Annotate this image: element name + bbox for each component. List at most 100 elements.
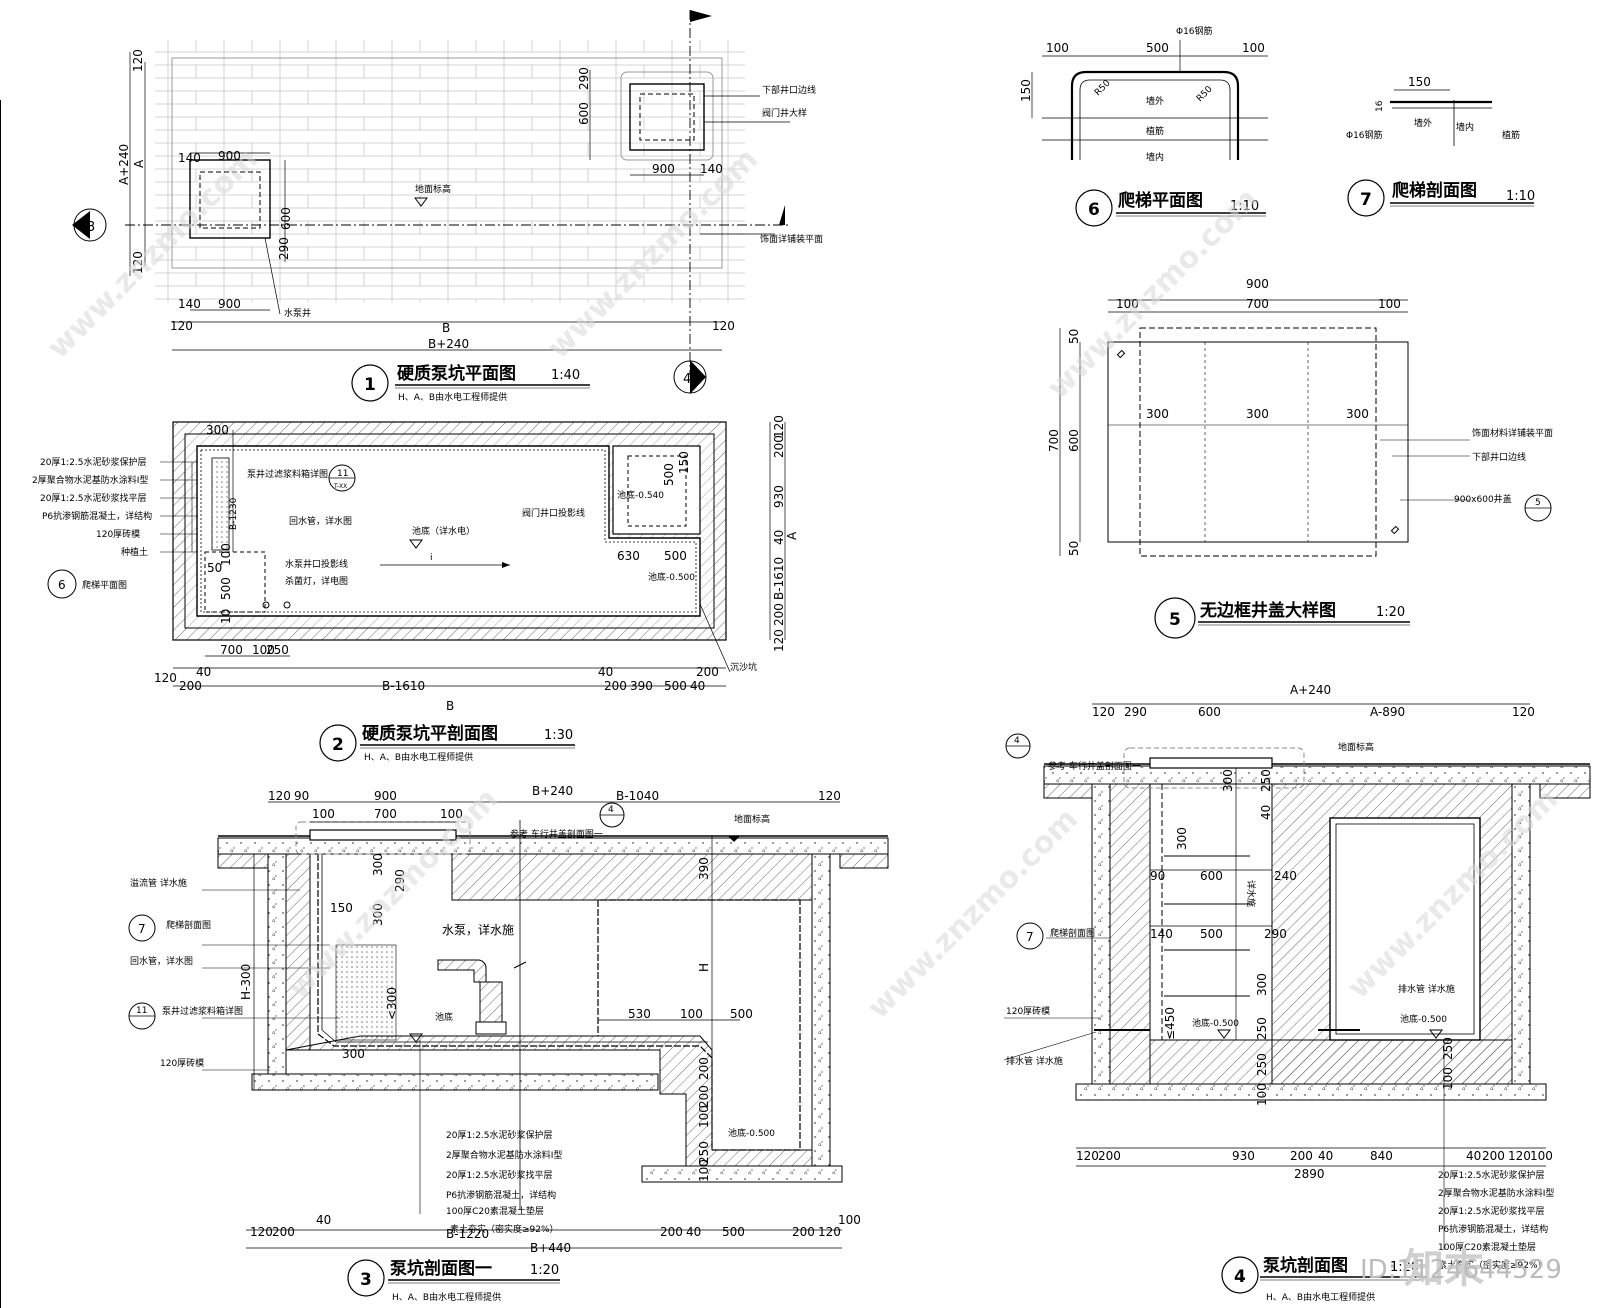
d5-title-block: 5 无边框井盖大样图 1:20 bbox=[1154, 597, 1410, 639]
d6-num: 6 bbox=[1088, 200, 1100, 220]
d1-dim: 900 bbox=[218, 149, 241, 163]
d1-num: 1 bbox=[364, 375, 376, 395]
d2-dim: 40 bbox=[196, 665, 211, 679]
d2-label: 池底（详水电） bbox=[412, 525, 475, 537]
tag-num: 4 bbox=[683, 372, 691, 387]
d4-note: H、A、B由水电工程师提供 bbox=[1266, 1291, 1375, 1303]
d2-dim: 300 bbox=[206, 423, 229, 437]
id-badge: ID:1124644529 bbox=[1360, 1255, 1562, 1285]
d3-layer: 2厚聚合物水泥基防水涂料Ⅰ型 bbox=[446, 1149, 562, 1161]
d3-dim: 100 bbox=[838, 1213, 861, 1227]
d2-dim: 40 bbox=[772, 530, 786, 545]
filter-box-section bbox=[335, 944, 397, 1041]
d3-dim: 200 bbox=[272, 1225, 295, 1239]
d3-dim: 40 bbox=[686, 1225, 701, 1239]
d3-dim: 500 bbox=[730, 1007, 753, 1021]
d5-dim: 600 bbox=[1067, 429, 1081, 452]
d4-dim: 200 bbox=[1098, 1149, 1121, 1163]
d1-dim: A+240 bbox=[117, 144, 131, 185]
d1-dim: B+240 bbox=[428, 337, 469, 351]
d5-dim: 50 bbox=[1067, 541, 1081, 556]
d1-label: 水泵井 bbox=[284, 307, 311, 319]
d3-title: 泵坑剖面图一 bbox=[390, 1258, 492, 1279]
d3-dim: 530 bbox=[628, 1007, 651, 1021]
tag-num: 7 bbox=[138, 922, 146, 936]
d3-dim: B-1040 bbox=[616, 789, 659, 803]
d4-dim: 290 bbox=[1124, 705, 1147, 719]
d3-dim: 200 bbox=[792, 1225, 815, 1239]
d4-dim: 40 bbox=[1259, 805, 1273, 820]
d3-dim: 300 bbox=[371, 853, 385, 876]
d3-dim: 120 bbox=[818, 789, 841, 803]
drawing-4-section: 参考 车行井盖剖面图一 地面标高 爬梯剖面图 120厚砖模 排水管 详水施 排水… bbox=[1003, 683, 1591, 1303]
d1-dim: B bbox=[442, 321, 450, 335]
d4-dim: 600 bbox=[1198, 705, 1221, 719]
d4-label: 排水管 详水施 bbox=[1398, 983, 1455, 995]
d2-tag-11: 11 T-XX bbox=[328, 464, 356, 492]
d1-dim: 140 bbox=[700, 162, 723, 176]
d7-dim: 16 bbox=[1375, 100, 1385, 112]
d4-dim: 100 bbox=[1530, 1149, 1553, 1163]
d2-label: 阀门井口投影线 bbox=[522, 507, 585, 519]
d4-dim: 120 bbox=[1092, 705, 1115, 719]
d7-label: Φ16钢筋 bbox=[1346, 129, 1383, 141]
d3-dim: 250 bbox=[697, 1141, 711, 1164]
d2-dim: 390 bbox=[630, 679, 653, 693]
d3-dim: 100 bbox=[440, 807, 463, 821]
d2-label: 杀菌灯，详电图 bbox=[285, 575, 348, 587]
d5-tag: 5 bbox=[1524, 494, 1552, 522]
drawing-5-cover: 饰面材料详铺装平面 下部井口边线 900x600井盖 900 100 700 1… bbox=[1047, 277, 1553, 639]
d3-dim: 300 bbox=[342, 1047, 365, 1061]
d5-dim: 900 bbox=[1246, 277, 1269, 291]
d3-dim: B+440 bbox=[530, 1241, 571, 1255]
d5-dim: 300 bbox=[1346, 407, 1369, 421]
d2-dim: B bbox=[446, 699, 454, 713]
d2-dim: 200 bbox=[772, 435, 786, 458]
d2-dim: 930 bbox=[772, 485, 786, 508]
d6-dim: 100 bbox=[1046, 41, 1069, 55]
d6-scale: 1:10 bbox=[1230, 199, 1259, 214]
d4-layer: 100厚C20素混凝土垫层 bbox=[1438, 1241, 1536, 1253]
d5-dim: 300 bbox=[1246, 407, 1269, 421]
d4-dim: A+240 bbox=[1290, 683, 1331, 697]
filter-box bbox=[211, 457, 230, 551]
d2-dim: 250 bbox=[266, 643, 289, 657]
d3-label: 回水管，详水图 bbox=[130, 955, 193, 967]
d3-dim: 150 bbox=[330, 901, 353, 915]
drawing-2-section-plan: 20厚1:2.5水泥砂浆保护层 2厚聚合物水泥基防水涂料Ⅰ型 20厚1:2.5水… bbox=[32, 415, 799, 763]
d3-label: 地面标高 bbox=[734, 813, 770, 825]
d1-dim: 140 bbox=[178, 297, 201, 311]
d5-dim: 100 bbox=[1116, 297, 1139, 311]
d2-note: H、A、B由水电工程师提供 bbox=[364, 751, 473, 763]
d4-dim: 100 bbox=[1255, 1083, 1269, 1106]
d1-label: 下部井口边线 bbox=[762, 84, 816, 96]
d4-scale: 1:20 bbox=[1390, 1260, 1419, 1275]
d6-label: R50 bbox=[1195, 84, 1215, 104]
watermark-text: www.znzmo.com bbox=[1041, 182, 1265, 406]
d5-dim: 100 bbox=[1378, 297, 1401, 311]
d2-layer: 20厚1:2.5水泥砂浆保护层 bbox=[40, 456, 147, 468]
d4-dim: 200 bbox=[1290, 1149, 1313, 1163]
d4-dim: 840 bbox=[1370, 1149, 1393, 1163]
d2-dim: 120 bbox=[772, 415, 786, 438]
d4-layer: P6抗渗钢筋混凝土，详结构 bbox=[1438, 1223, 1548, 1235]
d2-layer: 种植土 bbox=[121, 546, 148, 558]
d1-dim: 140 bbox=[178, 151, 201, 165]
d2-dim: 700 bbox=[220, 643, 243, 657]
d3-dim: 100 bbox=[312, 807, 335, 821]
d2-label: 池底-0.540 bbox=[617, 489, 664, 501]
d3-dim: 390 bbox=[697, 857, 711, 880]
d2-dim: 500 bbox=[219, 577, 233, 600]
d3-dim: 120 bbox=[818, 1225, 841, 1239]
d2-label: 水泵井口投影线 bbox=[285, 558, 348, 570]
d3-num: 3 bbox=[360, 1270, 372, 1290]
d7-label: 墙内 bbox=[1456, 121, 1474, 133]
d2-dim: 500 bbox=[664, 549, 687, 563]
pit-outline bbox=[171, 57, 723, 269]
d4-dim: 250 bbox=[1255, 1053, 1269, 1076]
d1-dim: 120 bbox=[170, 319, 193, 333]
brand-logo: 知末 bbox=[1404, 1246, 1484, 1292]
d4-layers: 20厚1:2.5水泥砂浆保护层 2厚聚合物水泥基防水涂料Ⅰ型 20厚1:2.5水… bbox=[1438, 1169, 1554, 1271]
d3-dim: 500 bbox=[722, 1225, 745, 1239]
d3-label: H bbox=[697, 963, 711, 972]
